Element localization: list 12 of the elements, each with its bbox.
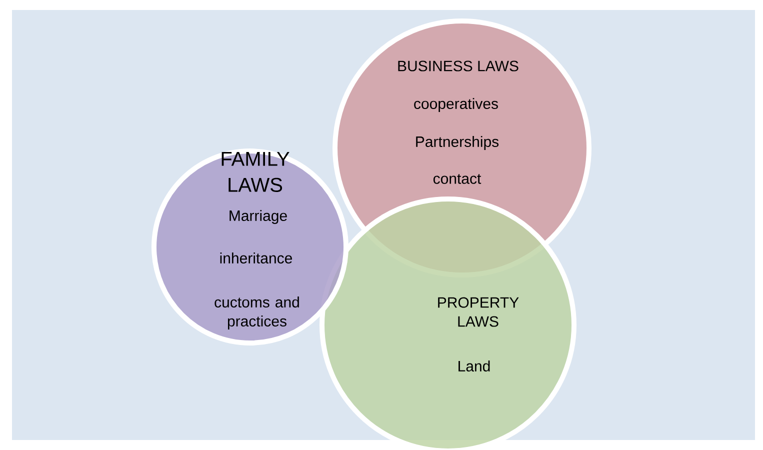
circle-label: cuctoms and practices xyxy=(214,296,299,330)
circle-label: contact xyxy=(433,174,482,184)
circle-heading: FAMILY LAWS xyxy=(222,152,290,192)
circle-heading: BUSINESS LAWS xyxy=(398,60,518,72)
venn-circle xyxy=(152,148,348,346)
circle-label: Land xyxy=(458,360,490,372)
circle-heading: PROPERTY LAWS xyxy=(438,297,519,327)
circle-label: inheritance xyxy=(220,252,292,264)
circle-label: Marriage xyxy=(230,210,287,224)
circle-label: cooperatives xyxy=(414,98,498,112)
circle-label: Partnerships xyxy=(416,136,499,150)
venn-circle xyxy=(320,196,576,450)
